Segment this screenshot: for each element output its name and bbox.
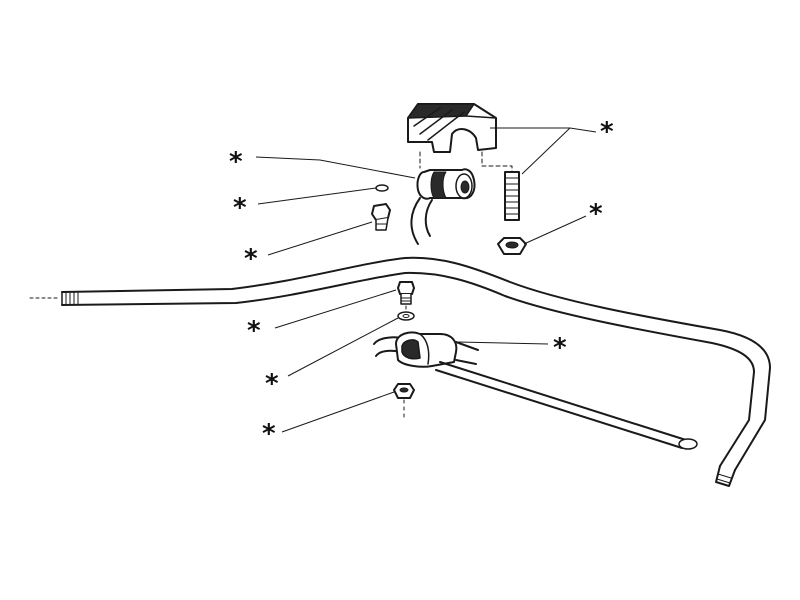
- callout-marker-link-washer: *: [265, 369, 279, 399]
- callout-markers: * * * * * * * * *: [229, 117, 614, 449]
- bolt: [371, 203, 391, 231]
- bushing: [416, 168, 476, 200]
- stud: [504, 171, 520, 221]
- callout-marker-clamp-stud: *: [600, 117, 614, 147]
- callout-marker-bushing: *: [229, 147, 243, 177]
- callout-marker-nut: *: [589, 199, 603, 229]
- callout-marker-link-nut: *: [262, 419, 276, 449]
- callout-marker-link-clamp: *: [553, 333, 567, 363]
- link-clamp: [373, 331, 698, 450]
- callout-marker-washer: *: [233, 193, 247, 223]
- leader-lines: [255, 127, 597, 433]
- bushing-bar-segment: [410, 197, 433, 245]
- link-nut: [393, 383, 415, 399]
- callout-marker-link-bolt: *: [247, 316, 261, 346]
- callout-marker-bolt: *: [244, 244, 258, 274]
- washer: [375, 184, 389, 192]
- nut: [497, 237, 527, 255]
- stabilizer-bar: [29, 256, 771, 487]
- link-washer: [397, 311, 415, 321]
- clamp-bracket: [407, 103, 497, 153]
- link-bolt: [397, 281, 415, 305]
